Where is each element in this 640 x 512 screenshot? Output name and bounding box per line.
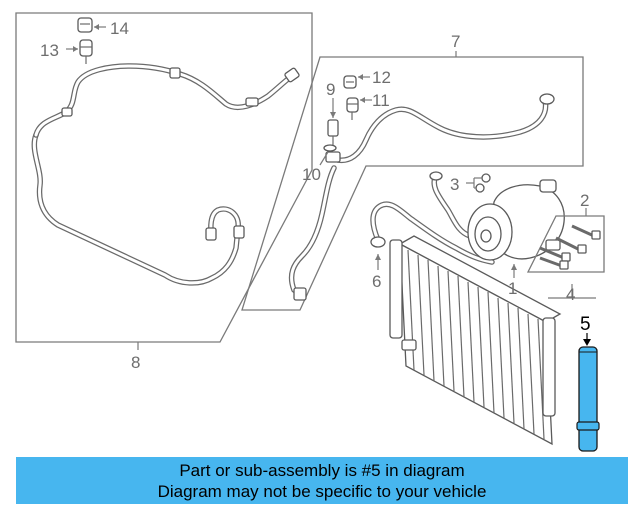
parts-diagram: 8 14 13 7 [15, 12, 605, 452]
left-assembly-panel [15, 12, 313, 343]
callout-7[interactable]: 7 [451, 32, 460, 51]
fitting-part-3[interactable] [475, 173, 491, 193]
pressure-hose-line-middle [288, 93, 555, 301]
callout-12[interactable]: 12 [372, 68, 391, 87]
condenser-part-4[interactable] [389, 235, 562, 446]
valve-cap-part-12[interactable] [343, 75, 357, 89]
callout-8[interactable]: 8 [131, 353, 140, 372]
bolt-set-part-2[interactable] [539, 224, 601, 270]
compressor-part-1[interactable] [467, 179, 565, 261]
callout-14[interactable]: 14 [110, 19, 129, 38]
callout-5[interactable]: 5 [580, 314, 591, 335]
service-valve-part-13[interactable] [79, 39, 93, 64]
info-banner: Part or sub-assembly is #5 in diagram Di… [16, 457, 628, 504]
callout-1[interactable]: 1 [508, 279, 517, 298]
middle-assembly-panel [241, 56, 584, 311]
callout-3[interactable]: 3 [450, 175, 459, 194]
receiver-drier-part-5[interactable] [576, 346, 600, 452]
valve-cap-part-14[interactable] [77, 17, 93, 33]
o-ring-part-10[interactable] [323, 144, 337, 152]
banner-line-1: Part or sub-assembly is #5 in diagram [179, 460, 465, 480]
callout-4[interactable]: 4 [566, 285, 575, 304]
switch-part-9[interactable] [327, 119, 339, 146]
callout-9[interactable]: 9 [326, 80, 335, 99]
callout-2[interactable]: 2 [580, 191, 589, 210]
callout-11[interactable]: 11 [372, 91, 390, 110]
callout-13[interactable]: 13 [40, 41, 59, 60]
hose-line-part-6[interactable] [370, 171, 495, 265]
bolts-box [526, 215, 605, 273]
banner-line-2: Diagram may not be specific to your vehi… [157, 481, 487, 501]
high-pressure-hose-line-left [31, 63, 300, 286]
service-valve-part-11[interactable] [346, 97, 359, 120]
callout-10[interactable]: 10 [302, 165, 321, 184]
callout-6[interactable]: 6 [372, 272, 381, 291]
